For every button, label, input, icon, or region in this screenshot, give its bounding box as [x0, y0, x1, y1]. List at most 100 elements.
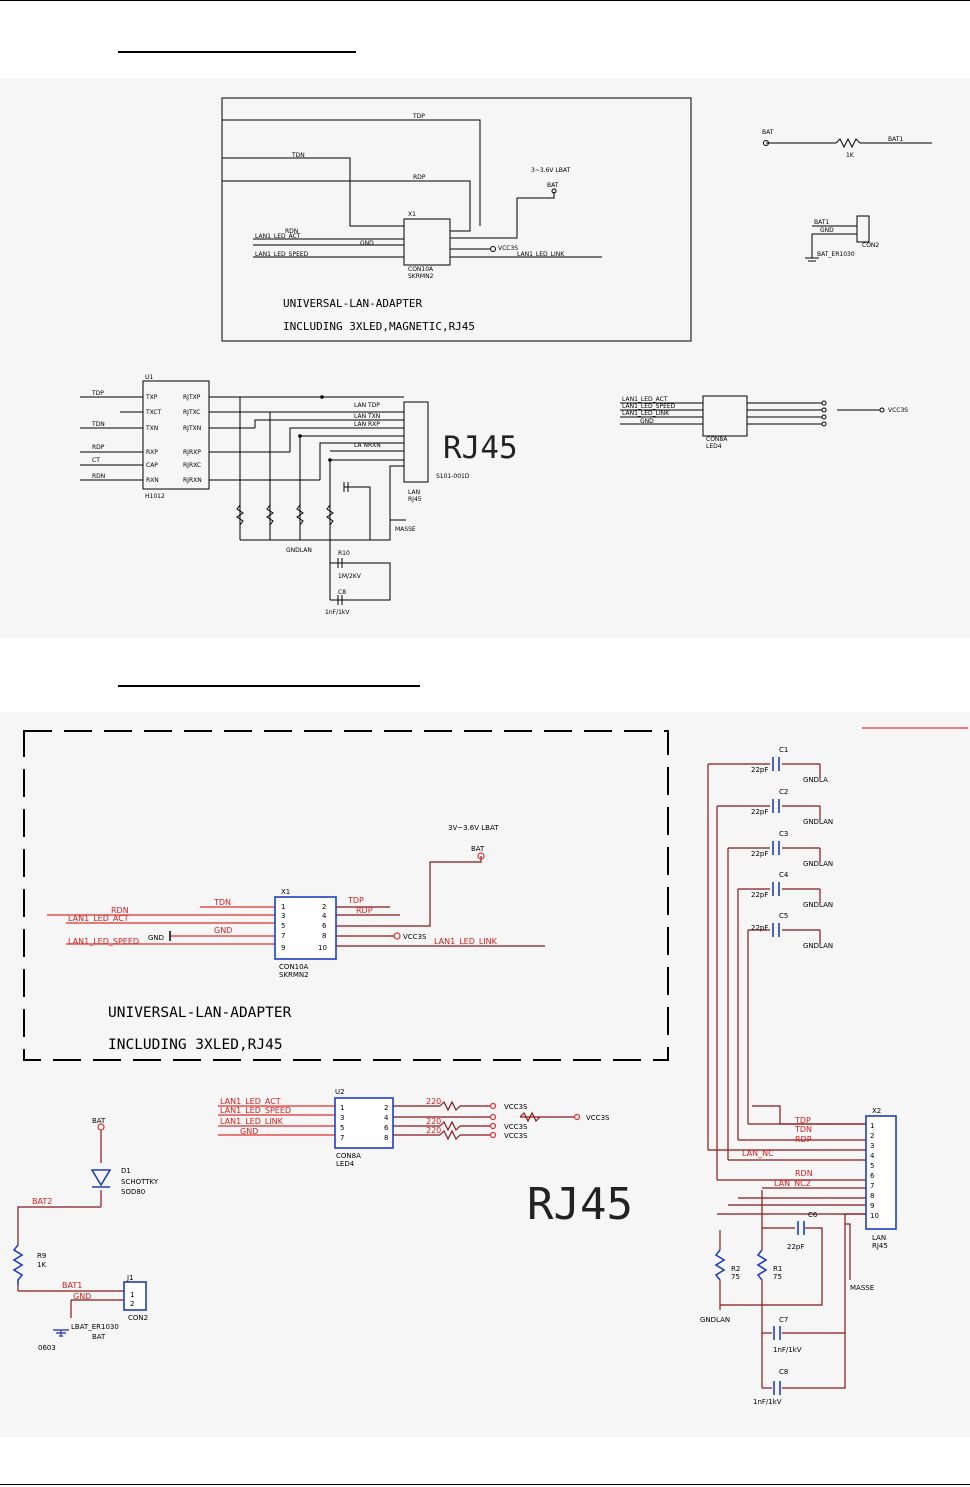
gnd-text-conn: GND [820, 227, 834, 234]
x1-bottom-pins-left: 1 3 5 7 9 [281, 903, 285, 952]
u2-pin-8: 8 [384, 1134, 388, 1142]
x1-footprint-top: SKRMN2 [408, 273, 434, 280]
d1-ref: D1 [121, 1167, 131, 1175]
con2-text-top: CON2 [862, 242, 879, 249]
bat2-label: BAT2 [32, 1197, 52, 1206]
d1-diode-symbol [90, 1169, 112, 1187]
r-value-top: 1K [846, 152, 855, 159]
x2-pin-4: 4 [870, 1152, 875, 1160]
u2-pin-4: 4 [384, 1114, 389, 1122]
gnd-text-bottom: GND [148, 934, 164, 942]
junction-2 [298, 434, 302, 438]
schematic-panel-bottom [0, 712, 970, 1437]
c2-value: 22pF [751, 808, 768, 816]
c6-ref: C6 [808, 1211, 818, 1219]
u2-pin-5: 5 [340, 1124, 344, 1132]
u1-pin-rjtxc: RJTXC [183, 409, 200, 416]
adapter-title-top: UNIVERSAL-LAN-ADAPTER [283, 297, 422, 310]
j1-pin-1: 1 [130, 1291, 134, 1299]
net-rdn-label: RDN [285, 228, 298, 235]
x1-bottom-right-wires [336, 856, 545, 947]
j1-value: CON2 [128, 1314, 148, 1322]
x2-rj45-connector [865, 1115, 897, 1230]
r2-value: 75 [731, 1273, 740, 1281]
gndlan-bottom: GNDLAN [700, 1316, 730, 1324]
x1-bottom-left-wires [47, 906, 275, 945]
r-led-value-2: 220 [426, 1117, 441, 1126]
net-tdn-label: TDN [291, 152, 305, 159]
led-gnd-top-right: GND [640, 418, 654, 425]
gnd-symbol-bottom [53, 1329, 69, 1337]
bat-text-top-right: BAT [762, 129, 774, 136]
x1-pin-2: 2 [322, 903, 326, 911]
x2-pin-3: 3 [870, 1142, 874, 1150]
net-rdn-bottom: RDN [111, 906, 129, 915]
led-link-top-right: LAN1_LED_LINK [622, 410, 670, 417]
u1-to-x2-wires [209, 396, 406, 601]
u2-term-2 [489, 1113, 497, 1121]
rj-rdn: RDN [795, 1169, 813, 1178]
u2-vcc-term [573, 1113, 581, 1121]
bat-term-bottom [477, 852, 485, 860]
u2-footprint-top: LED4 [706, 443, 722, 450]
x2-pin-5: 5 [870, 1162, 874, 1170]
net-led-speed-label: LAN1_LED_SPEED [255, 251, 309, 258]
u2-term-3 [489, 1122, 497, 1130]
u2-led-speed: LAN1_LED_SPEED [220, 1106, 291, 1115]
x2-pin-9: 9 [870, 1202, 874, 1210]
led-act-top-right: LAN1_LED_ACT [622, 396, 668, 403]
net-led-link-label: LAN1_LED_LINK [517, 251, 565, 258]
bat1-label-bottom: BAT1 [62, 1281, 82, 1290]
d1-value: SCHOTTKY [121, 1178, 159, 1186]
u1-transformer [142, 380, 210, 490]
x2-footprint-bottom: RJ45 [872, 1242, 888, 1250]
cap-c2: C2 22pF GNDLAN [751, 788, 833, 826]
supply-note-top: 3~3.6V LBAT [531, 167, 570, 174]
bat-terminal-top [551, 188, 557, 194]
lbat-value: BAT [92, 1333, 106, 1341]
x2-pin-1: 1 [870, 1122, 874, 1130]
masse-top: MASSE [395, 526, 416, 533]
u1-ref: U1 [145, 374, 153, 381]
junction-1 [320, 395, 324, 399]
led-vcc-term [879, 407, 885, 413]
j1-pin-2: 2 [130, 1300, 134, 1308]
x1-pin-6: 6 [322, 922, 327, 930]
u1-in-rdn: RDN [92, 473, 105, 480]
x2-part-top: S101-001D [436, 473, 470, 480]
c3-value: 22pF [751, 850, 768, 858]
c8-ref-top: C8 [338, 589, 346, 596]
u1-input-wires [80, 396, 143, 481]
x1-connector-top [403, 218, 451, 266]
u1-value: H1012 [145, 493, 165, 500]
u2-led-wires-top [620, 402, 880, 425]
vcc-bottom: VCC3S [403, 933, 427, 941]
c2-ref: C2 [779, 788, 788, 796]
masse-bottom: MASSE [850, 1284, 874, 1292]
u1-in-tdn: TDN [91, 421, 105, 428]
bat-term-diode [97, 1123, 105, 1131]
rj-lan-nc2: LAN_NC2 [774, 1179, 811, 1188]
vcc-term-bottom [393, 932, 401, 940]
led-speed-top-right: LAN1_LED_SPEED [622, 403, 676, 410]
x2-footprint-top: RJ45 [408, 496, 422, 503]
x2-pin-7: 7 [870, 1182, 874, 1190]
u1-pin-rjtxn: RJTXN [183, 425, 201, 432]
c1-value: 22pF [751, 766, 768, 774]
u2-bottom-wires [218, 1105, 335, 1136]
u2-led-act: LAN1_LED_ACT [220, 1097, 281, 1106]
x1-pin-7: 7 [281, 932, 285, 940]
r9-resistor [12, 1244, 24, 1285]
bat-resistor-top [766, 137, 932, 149]
x1-pin-8: 8 [322, 932, 326, 940]
u2-vcc-1: VCC3S [504, 1103, 528, 1111]
bat-label-diode: BAT [92, 1117, 106, 1125]
x2-value-bottom: LAN [872, 1234, 886, 1242]
size-0603: 0603 [38, 1344, 56, 1352]
x2-pin-numbers: 1 2 3 4 5 6 7 8 9 10 [870, 1122, 879, 1220]
u2-value-bottom: CON8A [336, 1152, 361, 1160]
c4-ref: C4 [779, 871, 789, 879]
net-gnd-bottom: GND [214, 926, 232, 935]
x2-ref-bottom: X2 [872, 1107, 881, 1115]
u2-term-4 [489, 1131, 497, 1139]
